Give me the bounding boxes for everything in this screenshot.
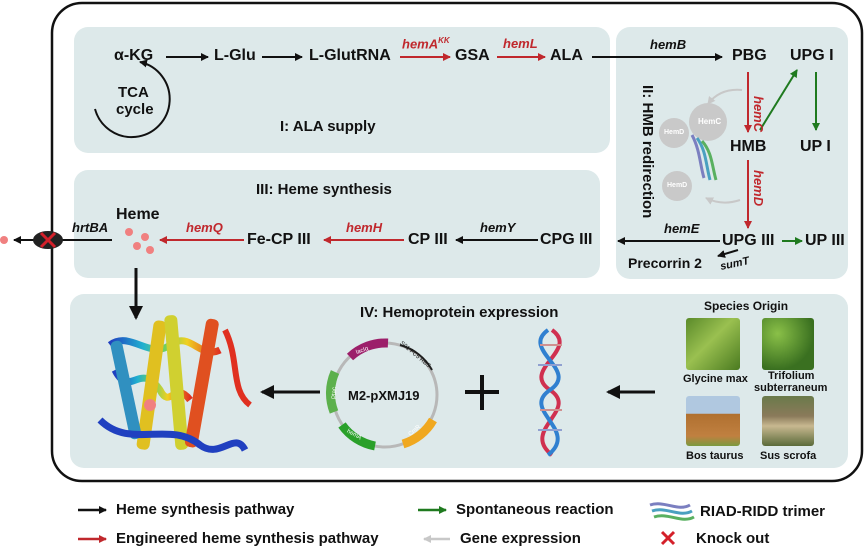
metabolite-up1: UP I — [800, 138, 831, 155]
metabolite-cpg3: CPG III — [540, 231, 593, 248]
gene-hrtBA: hrtBA — [72, 220, 109, 235]
species-title: Species Origin — [704, 299, 789, 313]
panel-title-heme: III: Heme synthesis — [256, 181, 392, 198]
gene-hemL: hemL — [503, 36, 538, 51]
heme-dot — [146, 246, 154, 254]
plasmid-name: M2-pXMJ19 — [348, 388, 420, 403]
metabolite-akg: α-KG — [114, 47, 154, 64]
heme-dot — [133, 242, 141, 250]
panel-title-hmb: II: HMB redirection — [639, 85, 656, 219]
metabolite-fecp3: Fe-CP III — [247, 231, 311, 248]
hemC-node-1 — [689, 103, 727, 141]
dna-helix — [538, 328, 562, 457]
metabolite-precorrin: Precorrin 2 — [628, 255, 702, 271]
hemD-node-2 — [662, 171, 692, 201]
arrow-hmb-upg1 — [759, 69, 798, 131]
panel-heme-synthesis — [74, 170, 600, 278]
legend-gene-expression: Gene expression — [460, 530, 581, 547]
hemD-node-1 — [659, 118, 689, 148]
metabolite-lglu: L-Glu — [214, 47, 256, 64]
hemC-node-label: HemC — [698, 117, 722, 126]
species-name-sus: Sus scrofa — [760, 450, 817, 462]
segment-S01FC5RBS — [399, 344, 433, 371]
metabolite-upg1: UPG I — [790, 47, 834, 64]
hemD-node-label-2: HemD — [667, 182, 688, 189]
gene-hemC: hemC — [751, 96, 766, 133]
metabolite-pbg: PBG — [732, 47, 767, 64]
arrow-sumT — [717, 249, 739, 258]
gene-hemQ: hemQ — [186, 220, 223, 235]
metabolite-gsa: GSA — [455, 47, 490, 64]
hemD-node-label-1: HemD — [664, 129, 685, 136]
segment-CmR — [401, 417, 437, 449]
exported-heme-dot — [0, 236, 8, 244]
species-name-bos: Bos taurus — [686, 450, 744, 462]
legend-knockout: Knock out — [696, 530, 770, 547]
tca-label-2: cycle — [116, 101, 154, 118]
segment-hemA — [338, 422, 377, 451]
species-name-glycine: Glycine max — [683, 373, 748, 385]
species-photo-bos — [686, 396, 740, 446]
species-name-trifolium-1: Trifolium — [768, 370, 815, 382]
panel-title-hemoprotein: IV: Hemoprotein expression — [360, 304, 559, 321]
panel-title-ala: I: ALA supply — [280, 118, 376, 135]
metabolite-up3: UP III — [805, 232, 845, 249]
metabolite-lglutrna: L-GlutRNA — [309, 47, 391, 64]
expression-arrow-hemC — [707, 88, 743, 105]
species-photo-trifolium — [762, 318, 814, 370]
metabolite-upg3: UPG III — [722, 232, 775, 249]
segment-lacIq — [346, 338, 389, 361]
metabolite-hmb: HMB — [730, 138, 767, 155]
panel-hmb-redirection — [616, 27, 848, 279]
legend-riad-icon — [649, 502, 695, 521]
metabolite-cp3: CP III — [408, 231, 448, 248]
gene-hemE: hemE — [664, 221, 700, 236]
metabolite-ala: ALA — [550, 47, 583, 64]
hemoprotein-structure — [97, 315, 253, 453]
gene-hemY: hemY — [480, 220, 516, 235]
gene-hemH: hemH — [346, 220, 383, 235]
gene-hemD: hemD — [751, 170, 766, 207]
species-photo-sus — [762, 396, 814, 446]
gene-hemA: hemAKK — [402, 36, 450, 52]
tca-cycle-arrow — [94, 59, 171, 139]
plasmid-map — [326, 338, 439, 451]
species-photo-glycine — [686, 318, 740, 370]
heme-dot — [141, 233, 149, 241]
metabolite-heme: Heme — [116, 206, 160, 223]
plasmid-seg-Ptac: Ptac — [332, 386, 339, 400]
gene-hemB: hemB — [650, 37, 687, 52]
panel-hemoprotein-expression — [70, 294, 848, 468]
species-name-trifolium-2: subterraneum — [754, 382, 828, 394]
legend-spontaneous: Spontaneous reaction — [456, 501, 614, 518]
legend-heme-pathway: Heme synthesis pathway — [116, 501, 295, 518]
legend-riad: RIAD-RIDD trimer — [700, 503, 826, 520]
tca-label-1: TCA — [118, 84, 149, 101]
expression-arrow-hemD — [705, 197, 741, 205]
legend-engineered: Engineered heme synthesis pathway — [116, 530, 379, 547]
heme-dot — [125, 228, 133, 236]
segment-Ptac — [326, 370, 340, 414]
